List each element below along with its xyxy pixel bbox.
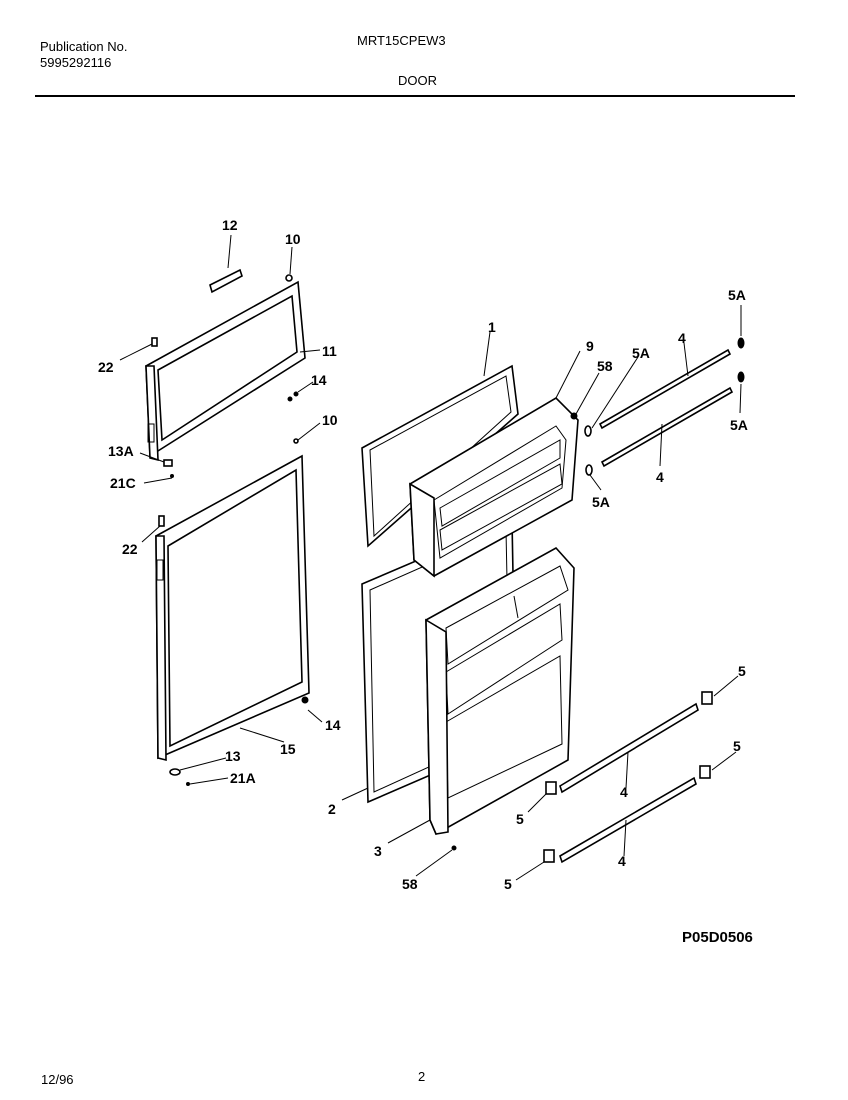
callout-4-lower-bottom: 4: [618, 853, 626, 869]
callout-13A: 13A: [108, 443, 134, 459]
fasteners: [151, 274, 578, 851]
callout-labels: 12 10 22 11 14 10 13A 21C 22 14 15 13 21…: [98, 217, 748, 892]
callout-12: 12: [222, 217, 238, 233]
callout-9: 9: [586, 338, 594, 354]
callout-10-upper: 10: [285, 231, 301, 247]
callout-5A-lower-left: 5A: [592, 494, 610, 510]
lower-shelf-bars: [559, 702, 699, 864]
callout-15: 15: [280, 741, 296, 757]
publication-label: Publication No.: [40, 39, 128, 54]
callout-5A-top-right: 5A: [728, 287, 746, 303]
callout-21A: 21A: [230, 770, 256, 786]
callout-4-upper-top: 4: [678, 330, 686, 346]
section-title: DOOR: [398, 73, 437, 88]
callout-22-lower: 22: [122, 541, 138, 557]
freezer-gasket: [361, 364, 519, 548]
callout-4-lower-top: 4: [620, 784, 628, 800]
callout-21C: 21C: [110, 475, 136, 491]
callout-5A-upper-left: 5A: [632, 345, 650, 361]
end-caps: [543, 691, 713, 863]
freezer-door-liner: [409, 396, 579, 578]
callout-13: 13: [225, 748, 241, 764]
callout-2: 2: [328, 801, 336, 817]
callout-5-right-upper: 5: [738, 663, 746, 679]
callout-14-upper: 14: [311, 372, 327, 388]
callout-58-upper: 58: [597, 358, 613, 374]
page-number: 2: [418, 1069, 426, 1084]
callout-3: 3: [374, 843, 382, 859]
callout-5-left-lower: 5: [504, 876, 512, 892]
callout-1: 1: [488, 319, 496, 335]
callout-5-right-lower: 5: [733, 738, 741, 754]
callout-22-upper: 22: [98, 359, 114, 375]
callout-58-lower: 58: [402, 876, 418, 892]
figure-code: P05D0506: [682, 929, 753, 946]
callout-10-lower: 10: [322, 412, 338, 428]
model-number: MRT15CPEW3: [357, 33, 446, 48]
callout-14-lower: 14: [325, 717, 341, 733]
freezer-door-frame: [145, 280, 306, 462]
small-caps: [584, 337, 745, 476]
freezer-door-strip: [209, 268, 243, 294]
footer-date: 12/96: [41, 1072, 74, 1087]
callout-4-upper-bottom: 4: [656, 469, 664, 485]
publication-number: 5995292116: [40, 55, 112, 70]
upper-shelf-bars: [598, 348, 734, 468]
leader-lines: [119, 234, 742, 881]
callout-5-left-upper: 5: [516, 811, 524, 827]
callout-11: 11: [322, 343, 337, 359]
fresh-food-door-frame: [155, 454, 310, 762]
callout-5A-right: 5A: [730, 417, 748, 433]
header-rule: [35, 95, 795, 97]
